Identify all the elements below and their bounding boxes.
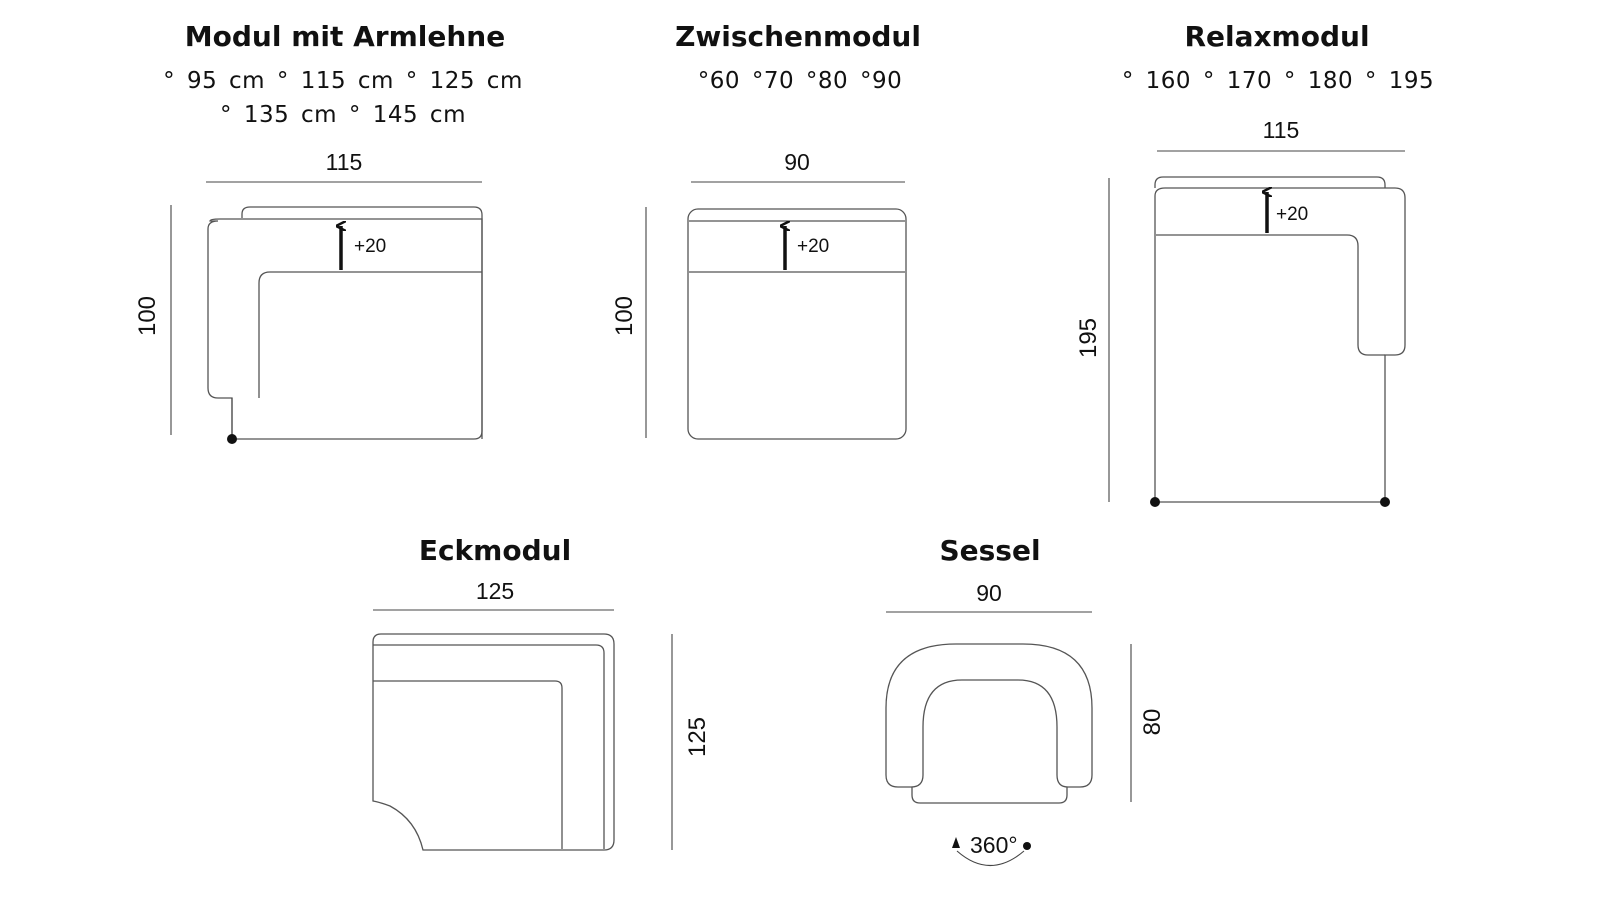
depth-dimension-label: 80 [1139, 709, 1166, 736]
depth-dimension-label: 125 [684, 717, 711, 757]
module-title-arm: Modul mit Armlehne [184, 20, 506, 53]
rotation-label: 360° [970, 832, 1018, 858]
anchor-point [1150, 497, 1160, 507]
module-drawing-mid: 90 100 +20 [611, 149, 907, 440]
depth-dimension-label: 195 [1075, 318, 1102, 358]
width-options-relax: ° 160 ° 170 ° 180 ° 195 [1122, 64, 1434, 98]
rotation-arc [956, 850, 1025, 867]
seat-outline [1156, 234, 1385, 356]
width-options-arm: ° 95 cm ° 115 cm ° 125 cm ° 135 cm ° 145… [163, 64, 523, 132]
anchor-point [1380, 497, 1390, 507]
rotation-point [1023, 842, 1031, 850]
backrest-outline [373, 644, 605, 849]
module-outline [1154, 187, 1406, 503]
width-dimension-label: 90 [784, 149, 810, 175]
width-options-line: ° 160 ° 170 ° 180 ° 195 [1121, 68, 1435, 94]
depth-dimension-label: 100 [611, 296, 638, 336]
module-drawing-relax: 115 195 +20 [1075, 117, 1406, 507]
chair-outline [885, 643, 1093, 788]
backrest-extension-outline [1154, 176, 1386, 188]
backrest-extension-outline [241, 206, 483, 219]
width-dimension-label: 115 [1263, 117, 1300, 143]
module-outline [372, 633, 615, 851]
module-outline [687, 208, 907, 440]
rotation-arrow-icon [952, 837, 960, 848]
seat-outline [258, 271, 482, 398]
width-options-line: ° 135 cm ° 145 cm [220, 102, 466, 128]
module-drawing-chair: 90 80 360° [885, 580, 1166, 867]
seat-outline [373, 680, 563, 849]
module-title-mid: Zwischenmodul [675, 20, 921, 53]
module-title-relax: Relaxmodul [1184, 20, 1370, 53]
extension-label: +20 [797, 236, 829, 257]
module-title-corner: Eckmodul [418, 534, 572, 567]
anchor-point [227, 434, 237, 444]
extension-label: +20 [354, 236, 386, 257]
width-options-line: °60 °70 °80 °90 [697, 68, 903, 94]
width-dimension-label: 125 [476, 578, 514, 604]
module-drawing-corner: 125 125 [372, 578, 711, 851]
width-options-line: ° 95 cm ° 115 cm ° 125 cm [163, 68, 523, 94]
module-outline [207, 218, 483, 440]
module-title-chair: Sessel [939, 534, 1041, 567]
extension-label: +20 [1276, 204, 1308, 225]
width-options-mid: °60 °70 °80 °90 [698, 64, 903, 98]
width-dimension-label: 90 [976, 580, 1002, 606]
module-drawing-arm: 115 100 +20 [134, 149, 483, 444]
depth-dimension-label: 100 [134, 296, 161, 336]
width-dimension-label: 115 [326, 149, 363, 175]
chair-seat-outline [911, 787, 1068, 804]
